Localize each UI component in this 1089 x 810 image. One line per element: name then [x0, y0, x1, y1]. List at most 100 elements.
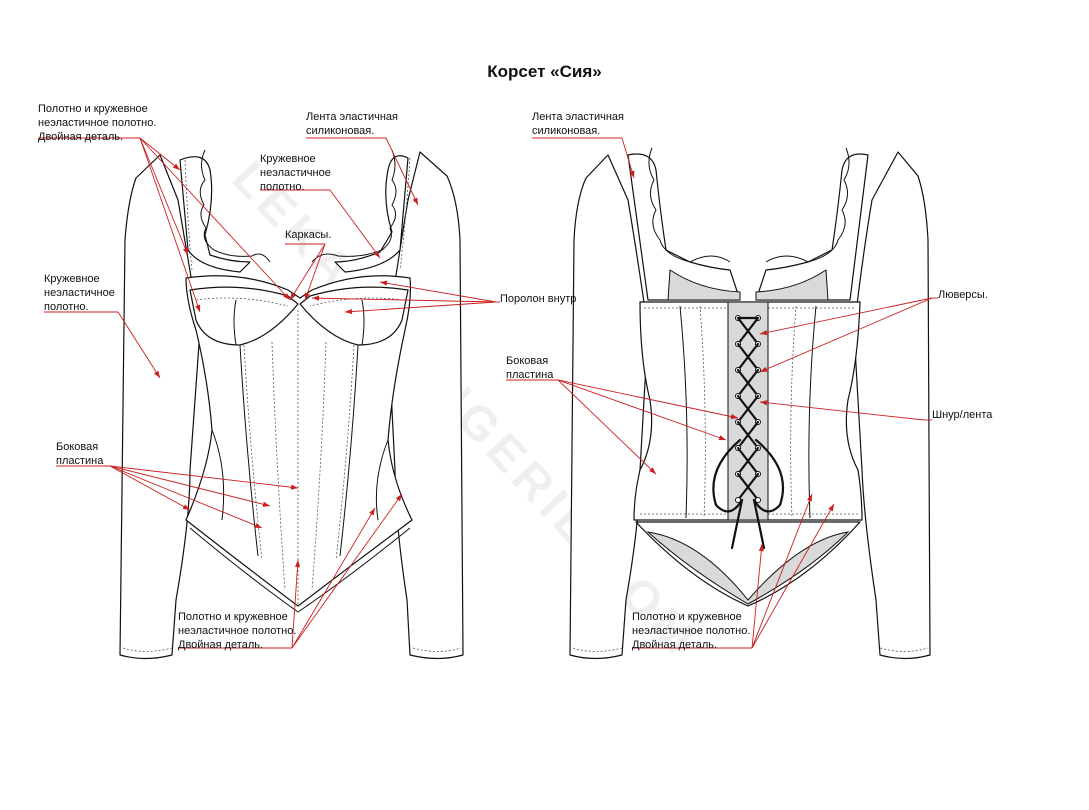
arrowhead-foam	[312, 295, 320, 301]
lace-segment	[736, 420, 760, 450]
arrowhead-front-wires	[304, 292, 310, 300]
label-front-side-panel: Боковая пластина	[56, 441, 104, 467]
front-left-sleeve	[119, 154, 201, 660]
arrowhead-front-fabric-lace-top	[195, 304, 201, 312]
arrowhead-front-fabric-lace-bottom	[395, 494, 402, 502]
arrowhead-front-fabric-lace-bottom	[369, 508, 375, 516]
annotation-leader-front-side-panel	[109, 465, 299, 489]
annotation-leader-foam	[379, 281, 497, 303]
arrowhead-back-fabric-lace-bottom	[758, 544, 764, 552]
lace-end-right	[752, 498, 766, 550]
annotation-leader-front-elastic-tape	[385, 137, 419, 206]
arrowhead-front-side-panel	[254, 522, 262, 528]
lace-segment	[736, 446, 760, 476]
label-lace-cord: Шнур/лента	[932, 409, 993, 421]
lace-segment	[736, 316, 760, 346]
back-left-sleeve	[569, 154, 649, 660]
arrowhead-back-side-panel	[730, 414, 738, 420]
arrowhead-foam	[380, 280, 388, 286]
annotation-leader-front-wires	[289, 243, 326, 301]
annotation-leader-front-side-panel	[109, 465, 191, 511]
annotation-leader-front-side-panel	[109, 465, 263, 529]
annotation-leader-front-fabric-lace-top	[139, 137, 181, 171]
annotation-leader-back-side-panel	[557, 379, 727, 441]
annotation-leader-front-fabric-lace-bottom	[291, 559, 299, 649]
lace-segment	[736, 394, 760, 424]
arrowhead-front-lace-sleeve	[154, 370, 160, 378]
annotation-leader-front-fabric-lace-top	[139, 137, 291, 301]
annotation-leader-front-side-panel	[109, 465, 271, 507]
label-foam: Поролон внутр	[500, 293, 577, 305]
arrowhead-front-elastic-tape	[412, 197, 418, 205]
arrowhead-front-fabric-lace-top	[182, 247, 188, 255]
annotation-leader-back-side-panel	[557, 379, 739, 419]
label-front-elastic-tape: Лента эластичная силиконовая.	[306, 111, 398, 137]
label-eyelets: Люверсы.	[938, 289, 988, 301]
annotation-leader-back-fabric-lace-bottom	[751, 493, 813, 649]
arrowhead-front-side-panel	[262, 501, 270, 507]
lacing-panel	[727, 301, 769, 521]
arrowhead-front-side-panel	[290, 484, 298, 490]
arrowhead-lace-cord	[760, 400, 768, 406]
annotation-leader-back-fabric-lace-bottom	[751, 543, 763, 649]
arrowhead-front-side-panel	[182, 504, 190, 510]
annotation-leader-foam	[344, 301, 497, 313]
annotation-leader-back-side-panel	[557, 379, 657, 475]
lace-segment	[736, 472, 760, 502]
lace-loop-right	[752, 438, 785, 513]
lace-loop-left	[712, 438, 744, 513]
label-back-side-panel: Боковая пластина	[506, 355, 554, 381]
annotation-leader-front-fabric-lace-bottom	[291, 507, 376, 649]
back-right-sleeve	[853, 151, 931, 660]
lace-segment	[736, 342, 760, 372]
label-back-fabric-lace-bottom: Полотно и кружевное неэластичное полотно…	[632, 611, 751, 651]
back-right-lace	[755, 153, 869, 301]
lacing-cord	[712, 315, 785, 550]
annotation-leader-front-wires	[304, 243, 326, 301]
back-brief	[646, 531, 850, 605]
arrowhead-back-fabric-lace-bottom	[807, 494, 812, 502]
arrowhead-back-elastic-tape	[629, 170, 635, 178]
front-body	[185, 275, 413, 607]
front-right-lace-strap	[334, 155, 409, 273]
annotation-leader-back-fabric-lace-bottom	[751, 503, 835, 649]
annotation-lines	[38, 137, 938, 649]
label-front-fabric-lace-top: Полотно и кружевное неэластичное полотно…	[38, 103, 157, 143]
annotation-leader-lace-cord	[759, 401, 925, 421]
eyelet	[735, 497, 741, 503]
lace-segment	[736, 368, 760, 398]
annotation-leader-front-lace-sleeve	[117, 311, 161, 379]
front-right-cup	[299, 286, 409, 346]
lace-end-left	[730, 498, 744, 550]
label-front-lace-sleeve: Кружевное неэластичное полотно.	[44, 273, 115, 313]
annotation-leader-front-fabric-lace-top	[139, 137, 201, 313]
label-back-elastic-tape: Лента эластичная силиконовая.	[532, 111, 624, 137]
annotation-leader-front-fabric-lace-top	[139, 137, 189, 256]
arrowhead-front-fabric-lace-top	[172, 163, 180, 170]
arrowhead-back-side-panel	[649, 467, 656, 474]
arrowhead-foam	[345, 308, 353, 315]
front-left-lace-strap	[179, 156, 251, 273]
arrowhead-front-lace-cup	[373, 250, 380, 258]
arrowhead-eyelets	[760, 366, 768, 372]
arrowhead-back-side-panel	[718, 435, 726, 441]
label-front-fabric-lace-bottom: Полотно и кружевное неэластичное полотно…	[178, 611, 297, 651]
annotation-leader-eyelets	[759, 297, 933, 335]
arrowhead-front-fabric-lace-top	[283, 293, 290, 300]
eyelet	[755, 497, 761, 503]
annotation-leader-front-lace-cup	[329, 189, 381, 259]
annotation-leader-foam	[311, 297, 497, 303]
label-front-wires: Каркасы.	[285, 229, 332, 241]
page-title: Корсет «Сия»	[487, 62, 602, 81]
back-view	[569, 147, 931, 660]
arrowhead-front-wires	[290, 292, 296, 300]
front-view	[119, 149, 464, 660]
front-left-cup	[189, 286, 299, 346]
annotation-leader-eyelets	[759, 297, 933, 373]
arrowhead-front-fabric-lace-bottom	[294, 560, 301, 568]
label-front-lace-cup: Кружевное неэластичное полотно.	[260, 153, 331, 193]
arrowhead-back-fabric-lace-bottom	[828, 504, 834, 512]
annotation-leader-front-fabric-lace-bottom	[291, 493, 403, 649]
arrowhead-eyelets	[760, 330, 768, 336]
